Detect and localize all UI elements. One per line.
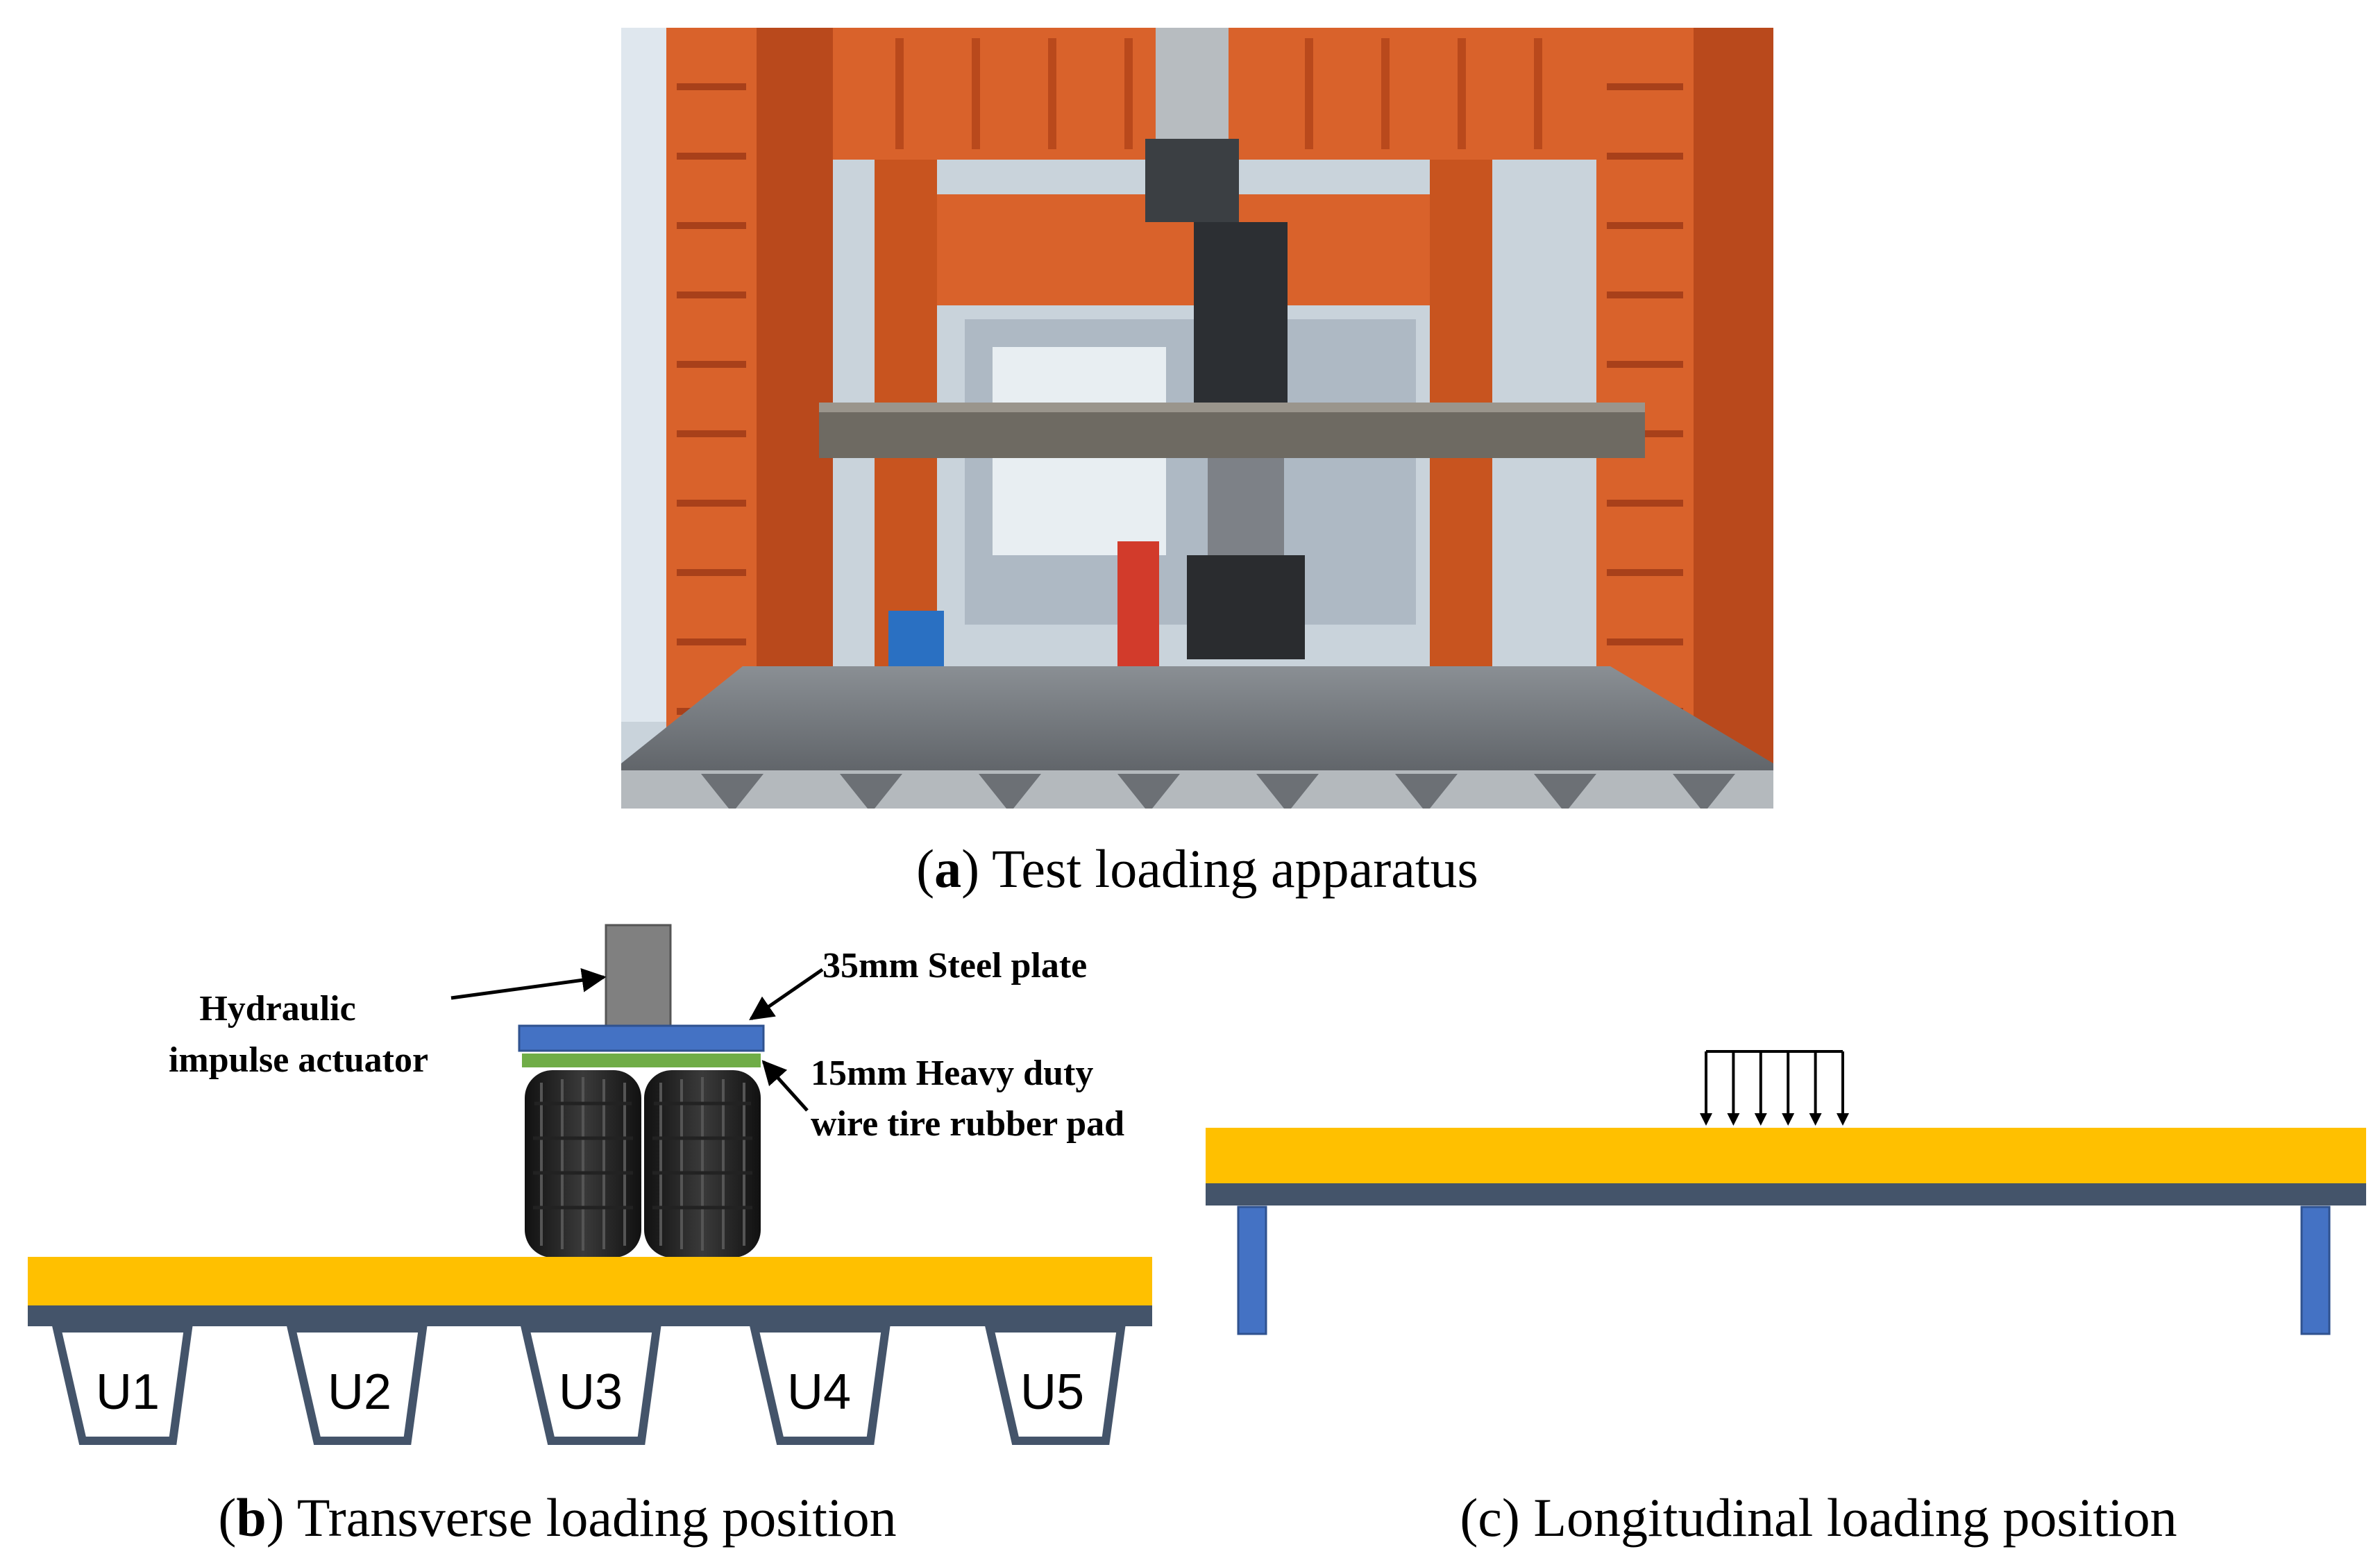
load-arrow-head — [1754, 1113, 1767, 1126]
label-actuator-1: Hydraulic — [199, 989, 355, 1029]
u-rib-5 — [984, 1324, 1126, 1445]
rubber-pad — [522, 1054, 761, 1067]
actuator-block — [605, 924, 672, 1031]
load-arrow-head — [1782, 1113, 1795, 1126]
deck-plate-transverse — [28, 1305, 1152, 1326]
caption-b: (b) Transverse loading position — [218, 1487, 896, 1548]
tire-right — [644, 1070, 761, 1258]
rib-label-5: U5 — [1020, 1364, 1084, 1420]
arrow-steel-plate — [749, 967, 824, 1021]
transverse-diagram: U1 U2 U3 U4 U5 Hydraulic impulse actuato… — [28, 924, 1152, 1445]
label-rubber-pad-1: 15mm Heavy duty — [811, 1054, 1093, 1093]
rib-label-4: U4 — [787, 1364, 851, 1420]
support-right — [2300, 1206, 2331, 1335]
test-apparatus-photo — [621, 28, 1773, 809]
load-arrow-head — [1700, 1113, 1712, 1126]
caption-a: (a) Test loading apparatus — [916, 838, 1478, 899]
u-rib-4 — [749, 1324, 891, 1445]
steel-plate — [518, 1024, 765, 1052]
u-rib-1 — [51, 1324, 193, 1445]
load-arrow-head — [1727, 1113, 1740, 1126]
support-left — [1237, 1206, 1267, 1335]
deck-transverse — [28, 1257, 1152, 1305]
rib-label-2: U2 — [328, 1364, 391, 1420]
rib-label-1: U1 — [96, 1364, 160, 1420]
longitudinal-diagram — [1206, 1050, 2366, 1335]
caption-c: (c) Longitudinal loading position — [1460, 1487, 2177, 1548]
deck-longitudinal — [1206, 1128, 2366, 1183]
load-arrow-head — [1809, 1113, 1822, 1126]
u-rib-3 — [520, 1324, 661, 1445]
load-arrow-head — [1837, 1113, 1849, 1126]
label-steel-plate: 35mm Steel plate — [822, 946, 1087, 985]
rib-label-3: U3 — [559, 1364, 623, 1420]
arrow-actuator — [450, 967, 607, 1000]
tire-left — [525, 1070, 641, 1258]
label-actuator-2: impulse actuator — [169, 1040, 428, 1080]
arrow-rubber-pad — [761, 1060, 809, 1112]
u-rib-2 — [286, 1324, 428, 1445]
label-rubber-pad-2: wire tire rubber pad — [811, 1104, 1124, 1144]
deck-plate-longitudinal — [1206, 1183, 2366, 1206]
distributed-load — [1700, 1050, 1849, 1126]
